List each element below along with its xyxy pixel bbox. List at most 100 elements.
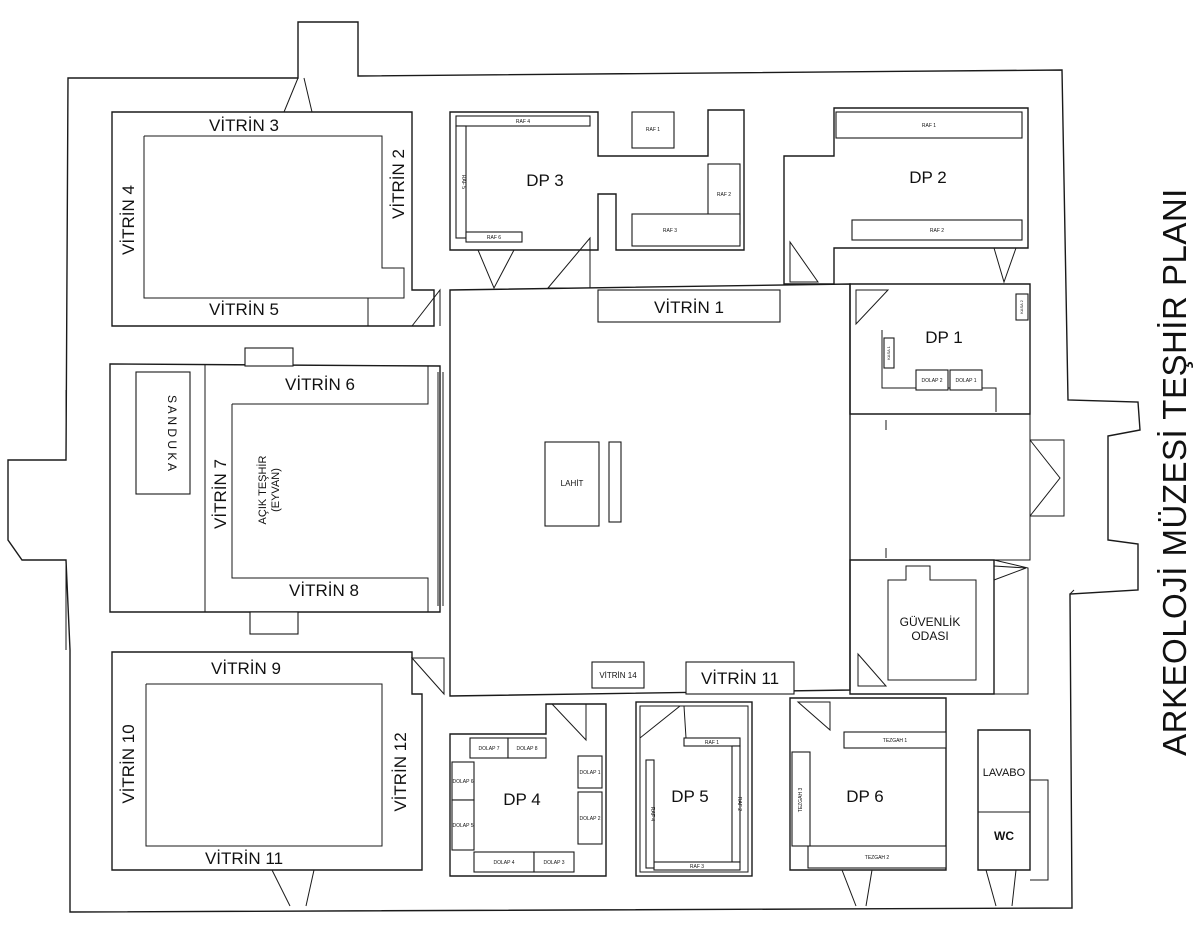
entry-notch-top <box>283 77 313 113</box>
door-dp6 <box>796 701 831 732</box>
vitrin-11-label: VİTRİN 11 <box>701 669 779 688</box>
dp5-raf3-label: RAF 3 <box>690 864 704 870</box>
dp1-dolap1 <box>949 369 983 391</box>
vitrin-11-box <box>685 661 795 695</box>
room-dp5-inner <box>639 705 749 873</box>
vitrin-1-box <box>597 289 781 323</box>
dp3-raf5-label: RAF 5 <box>460 175 466 189</box>
dp3-raf1-label: RAF 1 <box>646 127 660 133</box>
dp1-dolap2-label: DOLAP 2 <box>921 378 942 384</box>
dp2-raf1-label: RAF 1 <box>922 123 936 129</box>
lahit-box <box>544 441 600 527</box>
plan-title: ARKEOLOJİ MÜZESİ TEŞHİR PLANI <box>1156 188 1193 756</box>
door-dp3-b <box>546 236 591 289</box>
door-dp2-a <box>789 240 819 283</box>
acik-teshir-label-2: (EYVAN) <box>270 468 282 512</box>
dp3-raf3 <box>631 213 741 247</box>
dp3-raf5 <box>455 125 467 239</box>
eyvan-bottom-niche <box>249 611 299 635</box>
sanduka-label: S A N D U K A <box>165 395 179 471</box>
dp1-kasa2 <box>1015 293 1029 321</box>
dp4-dolap8-label: DOLAP 8 <box>516 746 537 752</box>
lavabo-label: LAVABO <box>983 767 1026 779</box>
dp5-raf1-label: RAF 1 <box>705 740 719 746</box>
door-guvenlik <box>857 652 888 687</box>
dp4-dolap5-label: DOLAP 5 <box>452 823 473 829</box>
door-dp1 <box>855 289 890 326</box>
room-dp2 <box>783 107 1029 285</box>
door-dp4 <box>550 703 587 742</box>
room-dp1 <box>849 283 1031 415</box>
dp2-raf2-label: RAF 2 <box>930 228 944 234</box>
lavabo-corridor <box>993 559 1029 695</box>
dp6-tezgah1 <box>843 731 947 749</box>
door-west-bottom <box>410 657 445 696</box>
dp3-raf4-label: RAF 4 <box>516 119 530 125</box>
lahit-slab <box>608 441 622 523</box>
room-west-bottom <box>111 651 423 871</box>
stair-door <box>993 565 1027 581</box>
wc-label: WC <box>994 829 1014 843</box>
vitrin-2-label: VİTRİN 2 <box>389 149 408 219</box>
vitrin-1-label: VİTRİN 1 <box>654 298 724 317</box>
vitrin-14-box <box>591 661 645 689</box>
door-wc <box>1030 779 1049 881</box>
dp5-raf1 <box>683 737 741 747</box>
east-corridor <box>849 414 1031 561</box>
dp3-raf4 <box>455 115 591 127</box>
dp4-dolap8 <box>507 737 547 759</box>
exit-notch-bottom <box>271 869 315 907</box>
room-dp4 <box>449 703 607 877</box>
dp1-kasa1-label: KASA 1 <box>886 345 891 360</box>
dp2-raf2 <box>851 219 1023 241</box>
dp6-label: DP 6 <box>846 787 884 806</box>
dp4-dolap3-label: DOLAP 3 <box>543 860 564 866</box>
door-west-top <box>411 288 441 327</box>
eyvan-top-niche <box>244 347 294 367</box>
room-dp3 <box>449 109 745 251</box>
vitrin-7-label: VİTRİN 7 <box>211 459 230 529</box>
vitrin-6-label: VİTRİN 6 <box>285 375 355 394</box>
dp4-dolap6-label: DOLAP 6 <box>452 779 473 785</box>
room-dp5 <box>635 701 753 877</box>
dp1-dolap1-label: DOLAP 1 <box>955 378 976 384</box>
east-entrance <box>1029 439 1065 517</box>
vitrin-3-label: VİTRİN 3 <box>209 116 279 135</box>
lahit-label: LAHİT <box>561 479 584 488</box>
dp4-dolap2 <box>577 791 603 845</box>
room-west-top <box>111 111 435 327</box>
dp3-raf3-label: RAF 3 <box>663 228 677 234</box>
sanduka-box <box>135 371 191 495</box>
dp5-raf4 <box>645 759 655 869</box>
vitrin-4-label: VİTRİN 4 <box>119 185 138 255</box>
dp4-dolap1 <box>577 755 603 789</box>
dp3-raf2-label: RAF 2 <box>717 192 731 198</box>
dp6-tezgah2-label: TEZGAH 2 <box>865 855 890 861</box>
dp1-label: DP 1 <box>925 328 963 347</box>
dp4-dolap4-label: DOLAP 4 <box>493 860 514 866</box>
room-dp6 <box>789 697 947 871</box>
acik-teshir-label-1: AÇIK TEŞHİR <box>256 456 269 525</box>
vitrin-10-label: VİTRİN 10 <box>119 724 138 803</box>
dp2-raf1 <box>835 111 1023 139</box>
eyvan-inner <box>231 366 429 612</box>
outer-wall <box>7 21 1141 913</box>
central-court <box>449 283 851 697</box>
dp4-dolap2-label: DOLAP 2 <box>579 816 600 822</box>
dp4-dolap5 <box>451 799 475 851</box>
vitrin-8-label: VİTRİN 8 <box>289 581 359 600</box>
dp6-tezgah3-label: TEZGAH 3 <box>798 788 804 813</box>
dp3-raf6 <box>465 231 523 243</box>
dp1-dolap2 <box>915 369 949 391</box>
dp5-raf4-label: RAF 4 <box>649 807 655 821</box>
door-dp3-a <box>477 249 515 290</box>
dp1-kasa2-label: KASA 2 <box>1019 299 1024 314</box>
dp2-label: DP 2 <box>909 168 947 187</box>
room-west-top-inner <box>143 135 405 326</box>
vitrin-5-label: VİTRİN 5 <box>209 300 279 319</box>
door-dp5 <box>639 705 687 740</box>
vitrin-11-west-label: VİTRİN 11 <box>205 849 283 868</box>
dp5-raf2-label: RAF 2 <box>736 797 742 811</box>
dp1-kasa1 <box>883 337 895 369</box>
